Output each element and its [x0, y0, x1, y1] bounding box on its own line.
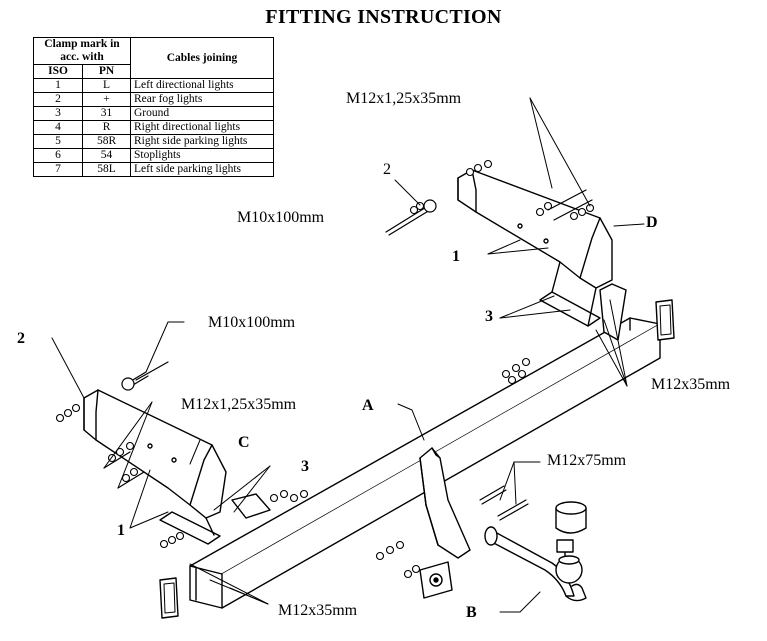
callout-bolt-m10-left: M10x100mm [208, 314, 296, 331]
clamp-mark-header: Clamp mark in acc. with [33, 37, 131, 65]
center-bracket [419, 447, 471, 559]
table-row: 2+Rear fog lights [32, 92, 274, 107]
iso-cell: 7 [32, 162, 84, 177]
bolts [103, 189, 593, 521]
leader-lines [51, 97, 645, 613]
bracket-c [83, 389, 271, 545]
callout-nut-m12x35-bottom: M12x35mm [278, 602, 358, 619]
cable-cell: Right side parking lights [130, 134, 274, 149]
wiring-table: Clamp mark in acc. with Cables joining I… [32, 37, 274, 177]
cable-cell: Left side parking lights [130, 162, 274, 177]
pn-cell: 58R [82, 134, 131, 149]
callout-part-b: B [466, 604, 477, 621]
page-title: FITTING INSTRUCTION [265, 6, 502, 28]
callout-part-1-left: 1 [117, 522, 125, 539]
callout-part-c: C [238, 434, 250, 451]
callout-part-3-top: 3 [485, 308, 493, 325]
callout-bolt-m12x125-left: M12x1,25x35mm [181, 396, 297, 413]
callout-part-3-left: 3 [301, 458, 309, 475]
socket-bracket [419, 561, 453, 599]
callout-part-2-left: 2 [17, 330, 25, 347]
callout-part-d: D [646, 214, 658, 231]
callout-part-a: A [362, 397, 374, 414]
ball-neck-b [484, 501, 587, 602]
end-caps [159, 299, 675, 619]
bracket-d [457, 169, 627, 341]
nuts-washers [55, 159, 595, 579]
pn-column-header: PN [82, 64, 131, 79]
callout-bolt-m12x125-top: M12x1,25x35mm [346, 90, 462, 107]
callout-part-1-top: 1 [452, 248, 460, 265]
callout-nut-m12x35-right: M12x35mm [651, 376, 731, 393]
callout-bolt-m12x75: M12x75mm [547, 452, 627, 469]
callout-part-2-top: 2 [383, 161, 391, 178]
callout-bolt-m10-top: M10x100mm [237, 209, 325, 226]
